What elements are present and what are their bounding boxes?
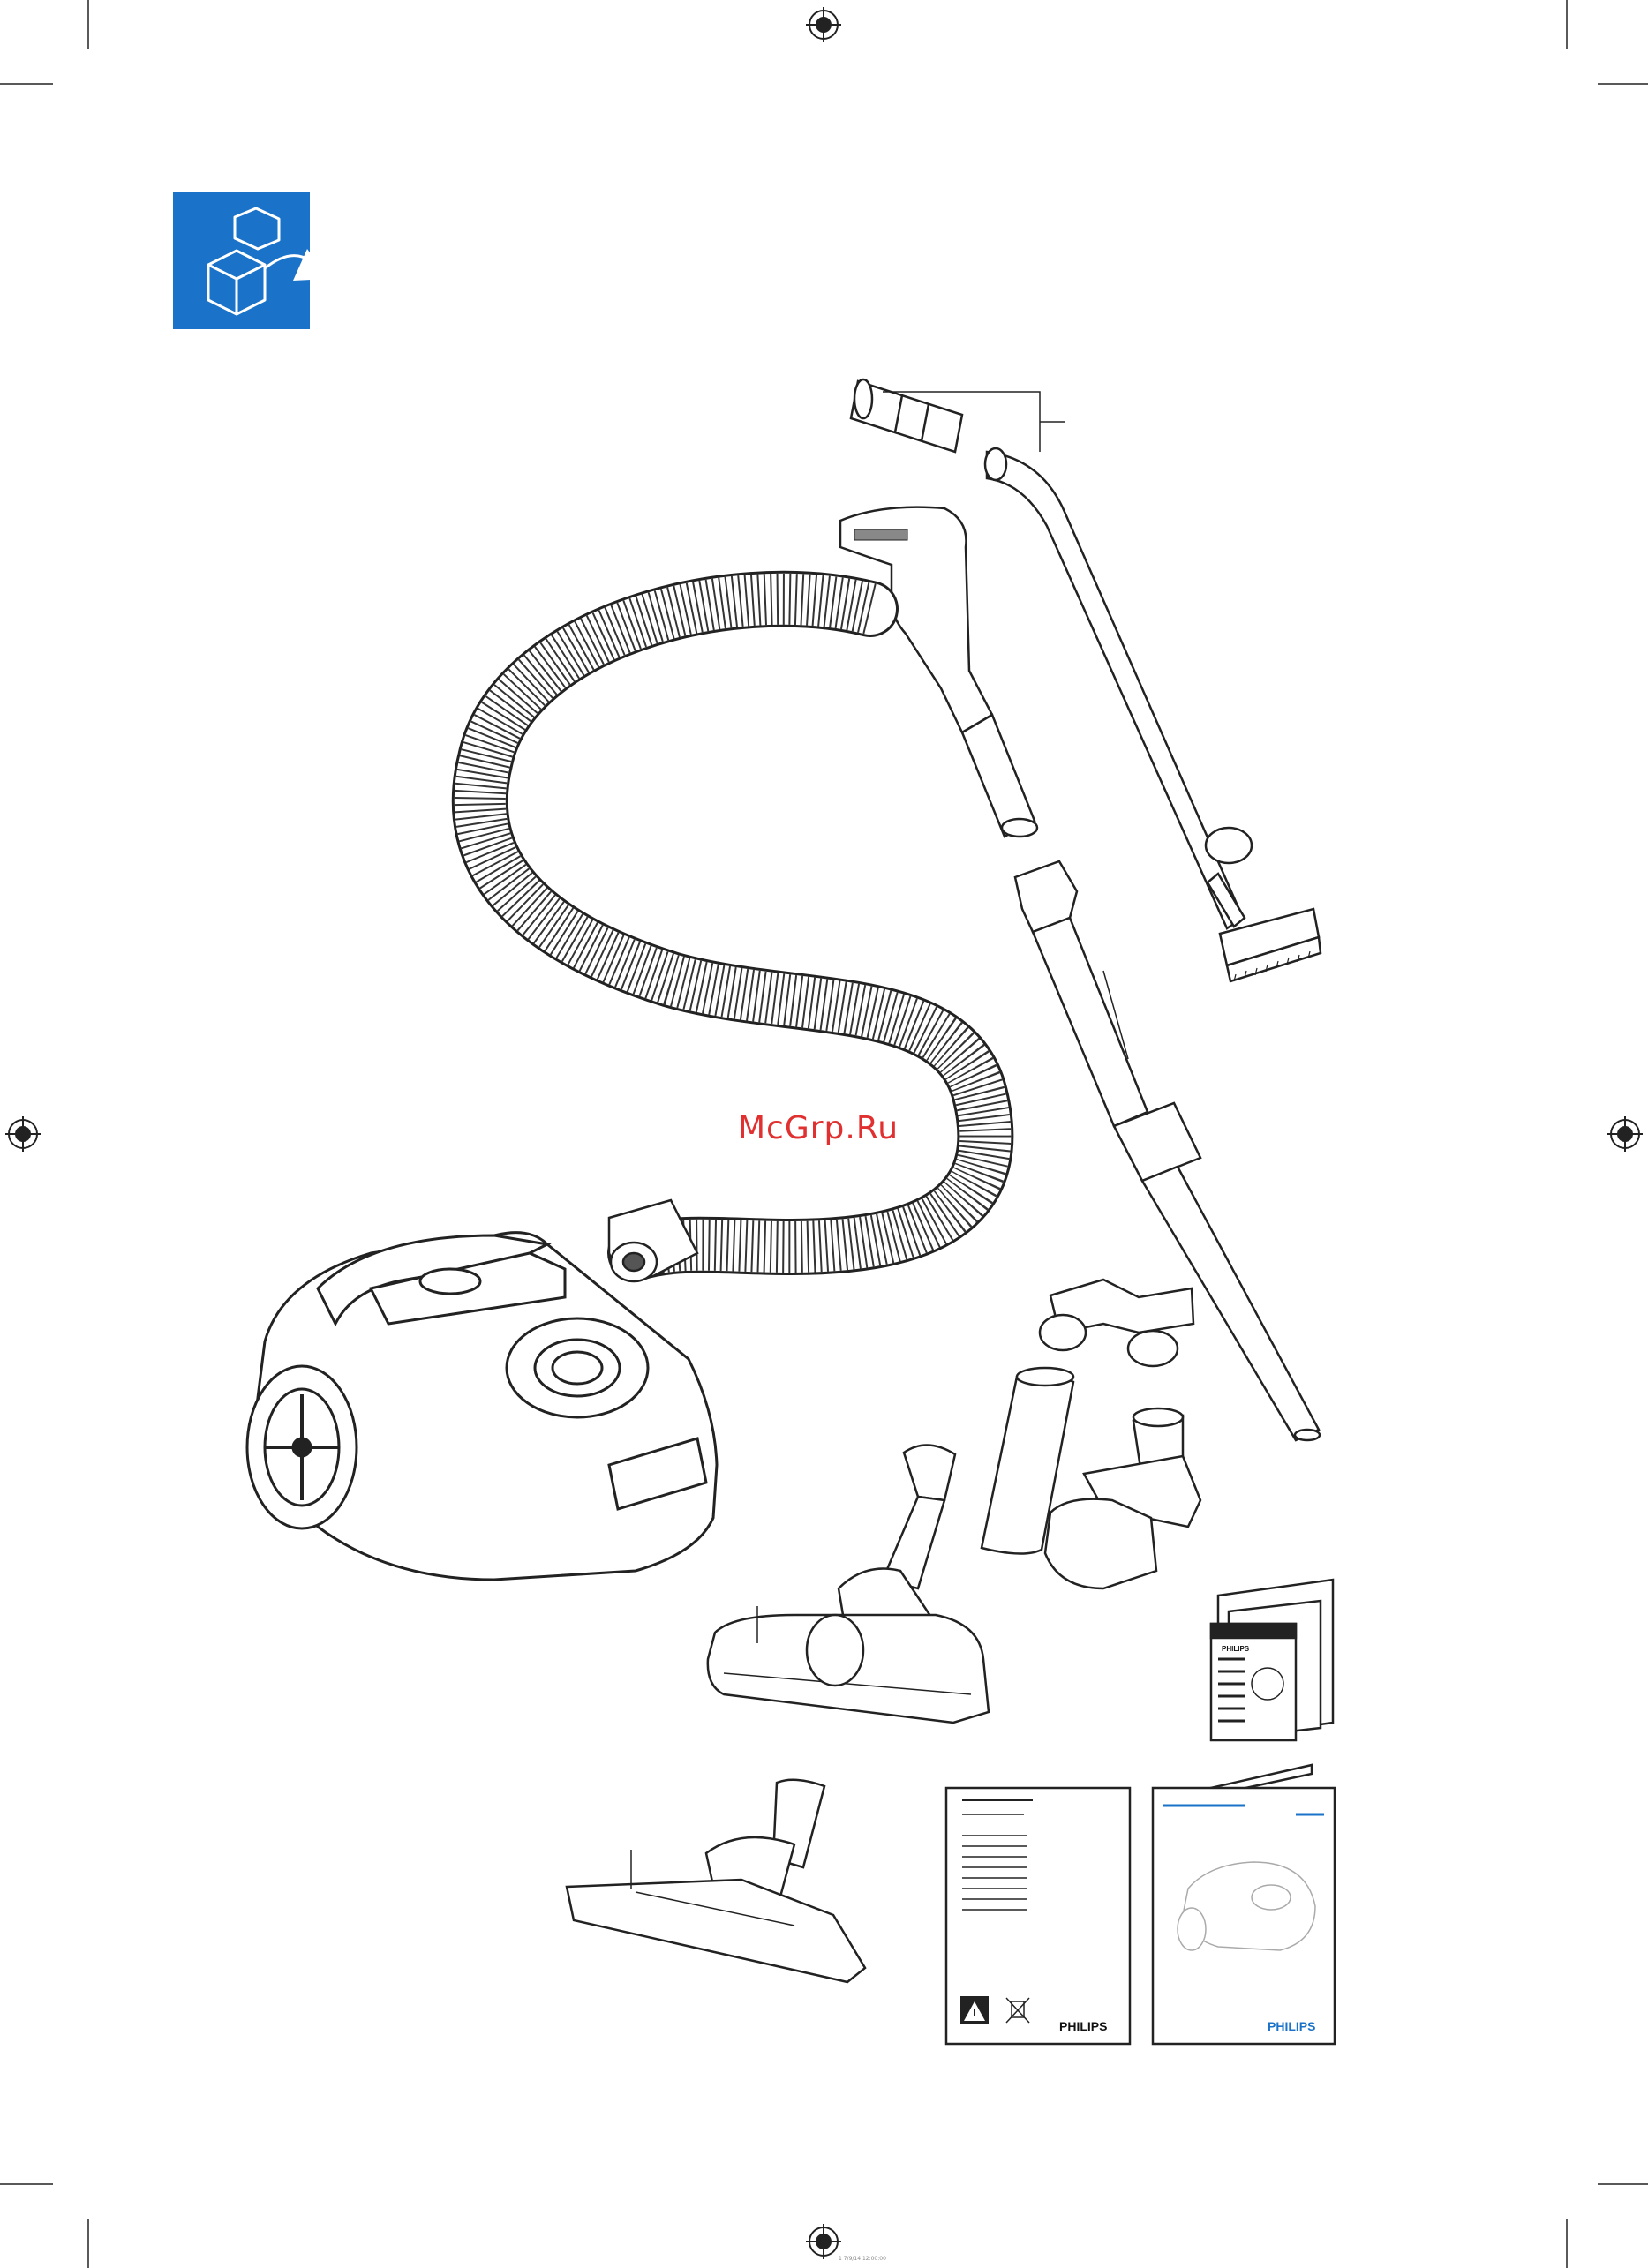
warning-icon — [960, 1996, 989, 2024]
vacuum-cleaner-body — [247, 1233, 717, 1580]
upholstery-nozzle — [1045, 1408, 1200, 1588]
print-footer: 1 7/9/14 12:00:00 — [839, 2256, 886, 2262]
registration-mark-icon — [806, 2224, 841, 2259]
hose-handle — [840, 507, 1037, 837]
leaflet-booklet — [1211, 1580, 1333, 1740]
leaflet-brand: PHILIPS — [1222, 1645, 1249, 1653]
registration-mark-icon — [5, 1116, 41, 1152]
parquet-nozzle — [567, 1780, 865, 1982]
bent-wand — [985, 448, 1252, 928]
small-nozzle-adapter — [851, 379, 962, 452]
user-manual — [1153, 1765, 1335, 2044]
registration-mark-icon — [806, 7, 841, 42]
floor-nozzle — [708, 1445, 989, 1723]
registration-mark-icon — [1607, 1116, 1643, 1152]
user-manual-brand: PHILIPS — [1268, 2019, 1315, 2033]
watermark-text: McGrp.Ru — [738, 1110, 941, 1163]
accessory-clip — [1040, 1280, 1193, 1366]
unpack-box-icon — [173, 192, 328, 329]
warranty-card-brand: PHILIPS — [1059, 2019, 1107, 2033]
